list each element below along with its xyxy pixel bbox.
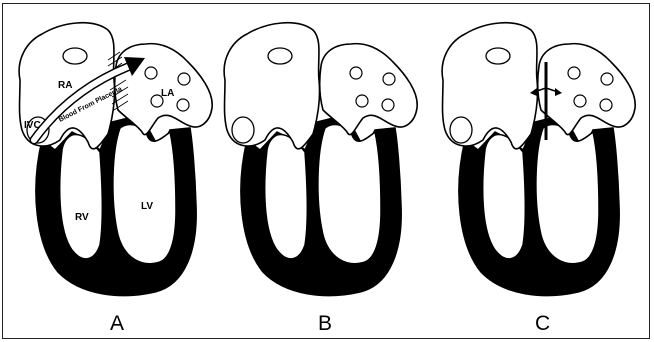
heart-b — [224, 23, 417, 296]
heart-a — [19, 23, 212, 296]
panel-c: C — [442, 23, 635, 335]
panel-letter-b: B — [318, 312, 332, 335]
panel-a: Blood From Placenta RA LA IVC RV LV A — [19, 23, 212, 335]
label-la: LA — [161, 88, 174, 99]
label-ra: RA — [58, 80, 72, 91]
panel-letter-a: A — [110, 312, 124, 335]
heart-c — [442, 23, 635, 296]
panel-b: B — [224, 23, 417, 335]
label-rv: RV — [75, 212, 89, 223]
label-ivc: IVC — [24, 120, 41, 131]
label-lv: LV — [141, 201, 153, 212]
panel-letter-c: C — [535, 312, 550, 335]
